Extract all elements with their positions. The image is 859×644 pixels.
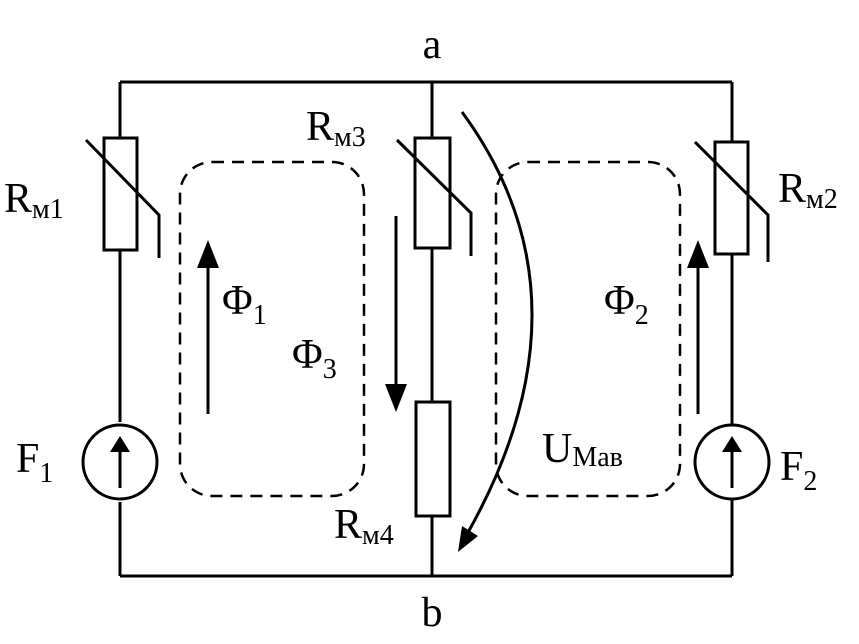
source-f2-symbol xyxy=(693,423,771,501)
resistor-rm3-symbol xyxy=(395,136,473,256)
resistor-rm4-label: Rм4 xyxy=(334,502,394,551)
resistor-rm2-symbol xyxy=(693,140,770,262)
loop-right-contour xyxy=(494,160,682,498)
node-b-label: b xyxy=(422,590,443,636)
flux-phi2-arrow xyxy=(687,240,709,414)
loop-left-contour xyxy=(178,160,366,498)
node-a-label: a xyxy=(423,22,442,68)
circuit-wires xyxy=(118,80,734,578)
resistor-rm3-label: Rм3 xyxy=(306,104,366,153)
voltage-umav-arc xyxy=(458,111,534,552)
resistor-rm4-symbol xyxy=(414,400,452,518)
flux-phi3-arrow xyxy=(385,216,407,412)
flux-phi1-arrow xyxy=(197,240,219,414)
resistor-rm1-symbol xyxy=(84,136,161,258)
resistor-rm1-label: Rм1 xyxy=(4,176,64,225)
flux-phi1-label: Φ1 xyxy=(222,278,267,331)
source-f1-label: F1 xyxy=(16,436,53,489)
source-f1-symbol xyxy=(81,423,159,501)
voltage-umav-label: UМав xyxy=(542,426,623,473)
flux-phi2-label: Φ2 xyxy=(604,278,649,331)
source-f2-label: F2 xyxy=(780,444,817,497)
resistor-rm2-label: Rм2 xyxy=(778,166,838,215)
flux-phi3-label: Φ3 xyxy=(292,332,337,385)
